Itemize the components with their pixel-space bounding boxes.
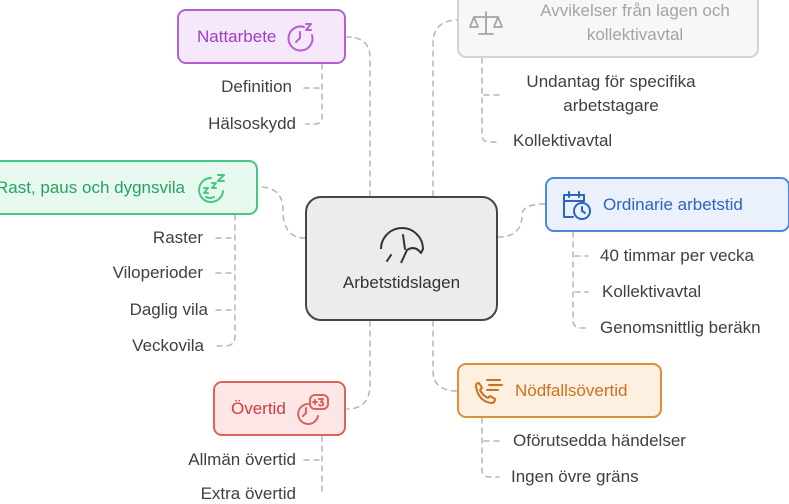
leaf-avvikelser-kollektivavtal: Kollektivavtal (513, 131, 613, 150)
sleep-face-icon (195, 172, 229, 204)
leaf-rast-daglig-vila: Daglig vila (129, 300, 208, 319)
schedule-icon (559, 188, 593, 222)
emergency-call-icon (471, 374, 505, 408)
scales-icon (469, 8, 503, 38)
topic-ordinarie-label: Ordinarie arbetstid (603, 194, 743, 214)
leaf-overtid-extra: Extra övertid (200, 484, 296, 503)
leaf-ordinarie-kollektivavtal: Kollektivavtal (602, 282, 702, 301)
topic-nodfall-label: Nödfallsövertid (515, 380, 628, 400)
topic-overtid-label: Övertid (231, 398, 286, 418)
connector-ordinarie (497, 203, 546, 238)
clock-plus-three-icon (296, 392, 330, 426)
connector-nattarbete (346, 36, 371, 197)
topic-avvikelser[interactable]: Avvikelser från lagen och kollektivavtal (457, 0, 759, 58)
umbrella-icon (377, 225, 427, 265)
center-node: Arbetstidslagen (305, 196, 498, 321)
night-clock-icon (286, 21, 318, 53)
leaf-avvikelser-undantag: Undantag för specifika arbetstagare (526, 72, 696, 115)
leaf-ordinarie-40-timmar: 40 timmar per vecka (600, 246, 754, 265)
connector-lines (215, 19, 589, 492)
leaf-nodfall-oforutsedda: Oförutsedda händelser (513, 431, 686, 450)
topic-nodfall[interactable]: Nödfallsövertid (457, 363, 662, 418)
topic-nattarbete[interactable]: Nattarbete (177, 9, 346, 64)
topic-ordinarie[interactable]: Ordinarie arbetstid (545, 177, 789, 232)
topic-rast-label: Rast, paus och dygnsvila (0, 177, 185, 197)
leaf-overtid-allman: Allmän övertid (188, 450, 296, 469)
connector-overtid (346, 320, 371, 410)
topic-avvikelser-label: Avvikelser från lagen och kollektivavtal (540, 1, 730, 44)
leaf-rast-veckovila: Veckovila (132, 336, 204, 355)
leaf-nattarbete-definition: Definition (221, 77, 292, 96)
connector-nodfall (432, 320, 459, 392)
topic-nattarbete-label: Nattarbete (197, 26, 277, 46)
topic-overtid[interactable]: Övertid (213, 381, 346, 436)
connector-avvikelser (432, 19, 459, 197)
leaf-nodfall-ingen-ovre-grans: Ingen övre gräns (511, 467, 639, 486)
topic-rast[interactable]: Rast, paus och dygnsvila (0, 160, 258, 215)
connector-rast (258, 186, 306, 239)
leaf-ordinarie-genomsnittlig: Genomsnittlig beräkn (600, 318, 761, 337)
leaf-rast-viloperioder: Viloperioder (112, 263, 203, 282)
leaf-rast-raster: Raster (152, 228, 203, 247)
leaf-nattarbete-halsoskydd: Hälsoskydd (208, 114, 296, 133)
center-label: Arbetstidslagen (342, 272, 461, 292)
